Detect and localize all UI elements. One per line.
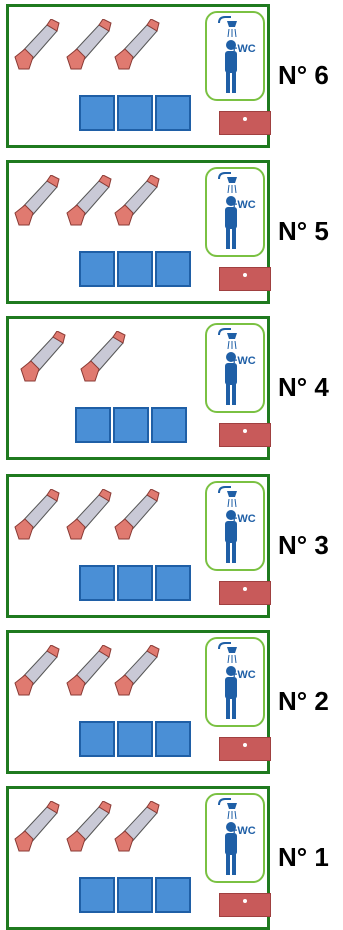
bed-icon (114, 18, 160, 70)
shower-person-icon (218, 172, 237, 249)
room-number-label: N° 4 (278, 372, 329, 402)
table-dot (243, 117, 247, 121)
bed-icon (14, 800, 60, 852)
table-dot (243, 743, 247, 747)
storage-box-icon (79, 721, 115, 757)
storage-row (79, 251, 191, 287)
storage-box-icon (117, 565, 153, 601)
wc-label: +WC (231, 199, 256, 211)
shower-wc-icon: +WC (205, 793, 265, 883)
room-card: +WC (6, 316, 271, 460)
table-icon (219, 581, 271, 605)
bed-icon (114, 800, 160, 852)
room-card: +WC (6, 4, 271, 148)
shower-person-icon (218, 642, 237, 719)
storage-row (79, 877, 191, 913)
bed-icon (66, 644, 112, 696)
shower-person-icon (218, 328, 237, 405)
shower-wc-icon: +WC (205, 637, 265, 727)
table-icon (219, 111, 271, 135)
storage-box-icon (155, 95, 191, 131)
storage-box-icon (113, 407, 149, 443)
storage-row (79, 721, 191, 757)
room-card: +WC (6, 630, 271, 774)
bed-icon (66, 18, 112, 70)
bed-icon (114, 644, 160, 696)
table-icon (219, 423, 271, 447)
storage-row (79, 565, 191, 601)
room-number-label: N° 2 (278, 686, 329, 716)
storage-box-icon (79, 251, 115, 287)
shower-wc-icon: +WC (205, 167, 265, 257)
storage-box-icon (79, 95, 115, 131)
storage-box-icon (155, 565, 191, 601)
table-dot (243, 429, 247, 433)
storage-box-icon (79, 565, 115, 601)
room-number-label: N° 1 (278, 842, 329, 872)
table-icon (219, 267, 271, 291)
shower-wc-icon: +WC (205, 11, 265, 101)
bed-icon (14, 18, 60, 70)
storage-box-icon (155, 721, 191, 757)
room-card: +WC (6, 160, 271, 304)
room-card: +WC (6, 474, 271, 618)
storage-row (79, 95, 191, 131)
shower-person-icon (218, 798, 237, 875)
bed-icon (66, 174, 112, 226)
bed-icon (114, 174, 160, 226)
storage-box-icon (79, 877, 115, 913)
wc-label: +WC (231, 513, 256, 525)
bed-icon (114, 488, 160, 540)
storage-box-icon (151, 407, 187, 443)
storage-box-icon (117, 251, 153, 287)
room-number-label: N° 6 (278, 60, 329, 90)
storage-box-icon (75, 407, 111, 443)
room-number-label: N° 3 (278, 530, 329, 560)
storage-row (75, 407, 187, 443)
room-card: +WC (6, 786, 271, 930)
table-icon (219, 893, 271, 917)
shower-wc-icon: +WC (205, 323, 265, 413)
bed-icon (14, 488, 60, 540)
wc-label: +WC (231, 669, 256, 681)
table-dot (243, 587, 247, 591)
room-number-label: N° 5 (278, 216, 329, 246)
storage-box-icon (117, 877, 153, 913)
table-dot (243, 273, 247, 277)
bed-icon (66, 488, 112, 540)
bed-icon (20, 330, 66, 382)
bed-icon (14, 644, 60, 696)
storage-box-icon (155, 251, 191, 287)
table-icon (219, 737, 271, 761)
bed-icon (80, 330, 126, 382)
storage-box-icon (117, 721, 153, 757)
bed-icon (14, 174, 60, 226)
storage-box-icon (155, 877, 191, 913)
table-dot (243, 899, 247, 903)
bed-icon (66, 800, 112, 852)
wc-label: +WC (231, 355, 256, 367)
storage-box-icon (117, 95, 153, 131)
shower-person-icon (218, 16, 237, 93)
shower-person-icon (218, 486, 237, 563)
shower-wc-icon: +WC (205, 481, 265, 571)
wc-label: +WC (231, 43, 256, 55)
wc-label: +WC (231, 825, 256, 837)
